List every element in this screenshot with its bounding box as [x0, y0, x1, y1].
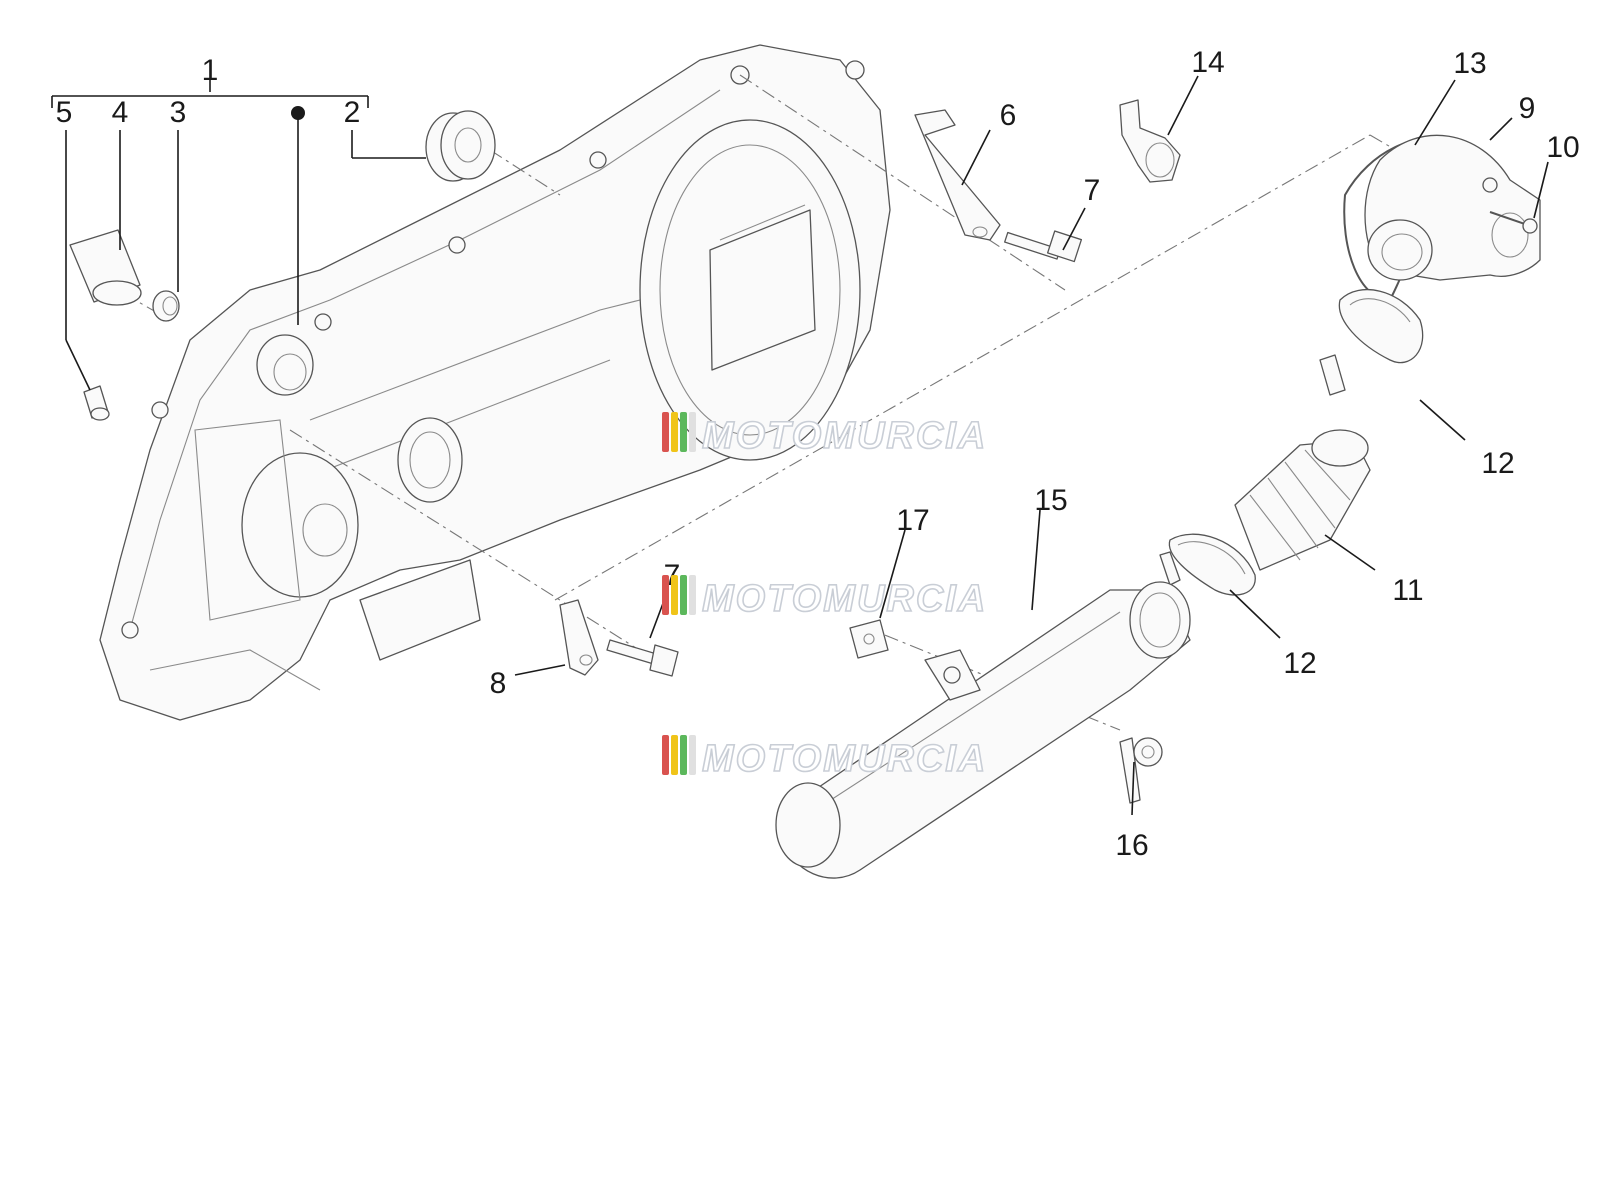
part-11-bellows	[1234, 429, 1371, 571]
part-12-clamp-lower	[1159, 533, 1256, 596]
part-6-bracket	[914, 109, 1001, 241]
part-9-intake-housing	[1364, 134, 1541, 281]
part-7-bolt-lower	[606, 639, 679, 677]
part-15-intake-tube	[775, 581, 1191, 879]
callout-7-upper: 7	[1084, 174, 1101, 207]
part-5-dowel	[83, 385, 110, 421]
part-8-bracket	[559, 599, 599, 676]
part-14-clamp	[1119, 99, 1181, 183]
callout-6: 6	[1000, 99, 1017, 132]
part-12-clamp-upper	[1319, 288, 1424, 396]
watermark-text: MOTOMURCIA	[702, 415, 987, 457]
callout-2: 2	[344, 96, 361, 129]
part-10-screw	[1489, 211, 1538, 234]
callout-12-lower: 12	[1283, 647, 1316, 680]
callout-12-upper: 12	[1481, 447, 1514, 480]
callout-8: 8	[490, 667, 507, 700]
callout-4: 4	[112, 96, 129, 129]
watermark-3: MOTOMURCIA	[662, 735, 987, 781]
watermark-text: MOTOMURCIA	[702, 738, 987, 780]
callout-14: 14	[1191, 46, 1224, 79]
callout-13: 13	[1453, 47, 1486, 80]
part-4-bushing	[69, 229, 142, 306]
callout-9: 9	[1519, 92, 1536, 125]
callout-labels: 1 2 3 4 5 6 7 7 8 9 10 11 12 12 13 14 15…	[56, 46, 1580, 862]
watermark-1: MOTOMURCIA	[662, 412, 987, 458]
part-17-clip	[849, 619, 889, 659]
callout-17: 17	[896, 504, 929, 537]
transmission-cover	[99, 44, 891, 721]
callout-15: 15	[1034, 484, 1067, 517]
part-2-bearing	[425, 110, 496, 182]
callout-11: 11	[1392, 574, 1423, 607]
callout-5: 5	[56, 96, 73, 129]
watermark-2: MOTOMURCIA	[662, 575, 987, 621]
part-16-screw	[1119, 737, 1163, 804]
callout-1: 1	[202, 54, 219, 87]
watermark-text: MOTOMURCIA	[702, 578, 987, 620]
callout-10: 10	[1546, 131, 1579, 164]
callout-16: 16	[1115, 829, 1148, 862]
callout-3: 3	[170, 96, 187, 129]
leader-lines	[51, 75, 1549, 816]
part-3-spacer	[152, 290, 180, 322]
